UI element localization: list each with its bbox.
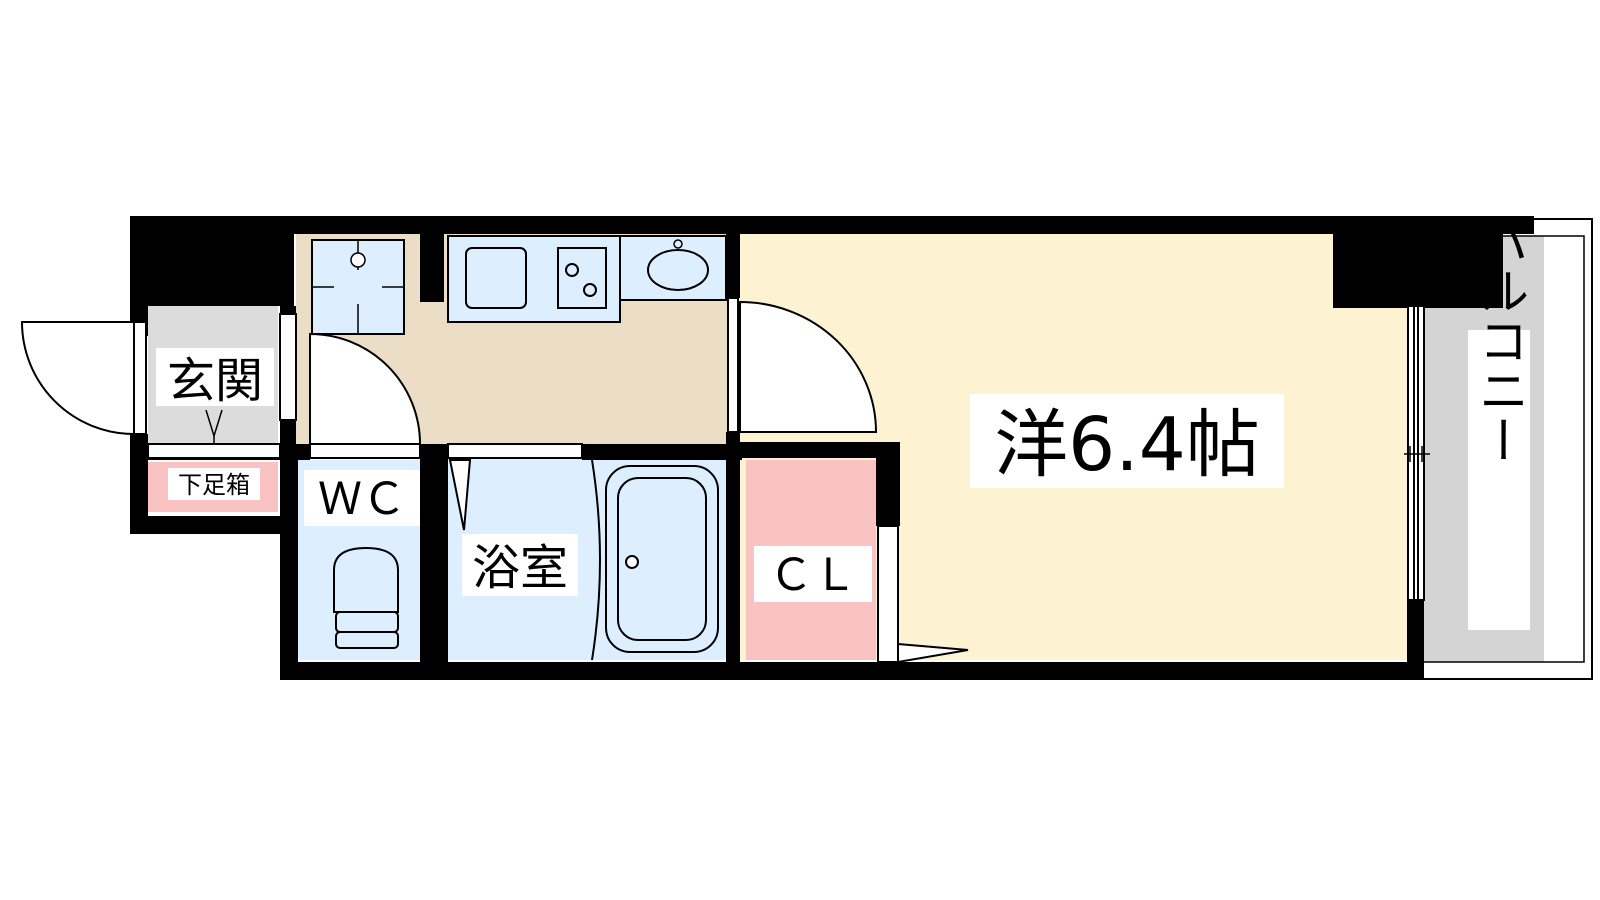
closet-door-swing bbox=[897, 642, 969, 664]
kitchen-counter bbox=[447, 235, 621, 323]
wc-door-swing bbox=[309, 332, 422, 445]
shoe-box-arrow bbox=[205, 409, 223, 444]
closet-label: ＣＬ bbox=[769, 550, 857, 601]
western-room-label: 洋6.4帖 bbox=[994, 402, 1260, 488]
stove-burner-icon bbox=[583, 283, 597, 297]
window-mark bbox=[1404, 446, 1430, 462]
bath-door-swing bbox=[448, 459, 472, 531]
label-balcony: バルコニー bbox=[1468, 215, 1530, 630]
window-frames bbox=[133, 297, 1425, 663]
fridge bbox=[311, 239, 405, 335]
label-shoe-box: 下足箱 bbox=[168, 468, 260, 500]
wc-label: ＷＣ bbox=[318, 474, 406, 525]
entrance-door-swing bbox=[20, 321, 135, 436]
balcony-label: バルコニー bbox=[1471, 215, 1529, 465]
door-swings bbox=[20, 300, 969, 664]
toilet bbox=[333, 546, 399, 649]
label-bath: 浴室 bbox=[462, 534, 578, 596]
entrance-label: 玄関 bbox=[167, 353, 263, 409]
bathtub bbox=[591, 459, 719, 661]
label-entrance: 玄関 bbox=[156, 348, 274, 409]
shoe-box-label: 下足箱 bbox=[178, 471, 250, 499]
room-door-swing bbox=[739, 300, 878, 433]
stove-burner-icon bbox=[565, 263, 579, 277]
walls bbox=[130, 216, 1534, 680]
label-wc: ＷＣ bbox=[304, 470, 420, 526]
label-western: 洋6.4帖 bbox=[970, 394, 1284, 488]
bath-label: 浴室 bbox=[472, 540, 568, 596]
washbasin bbox=[619, 235, 727, 301]
label-closet: ＣＬ bbox=[754, 546, 872, 602]
